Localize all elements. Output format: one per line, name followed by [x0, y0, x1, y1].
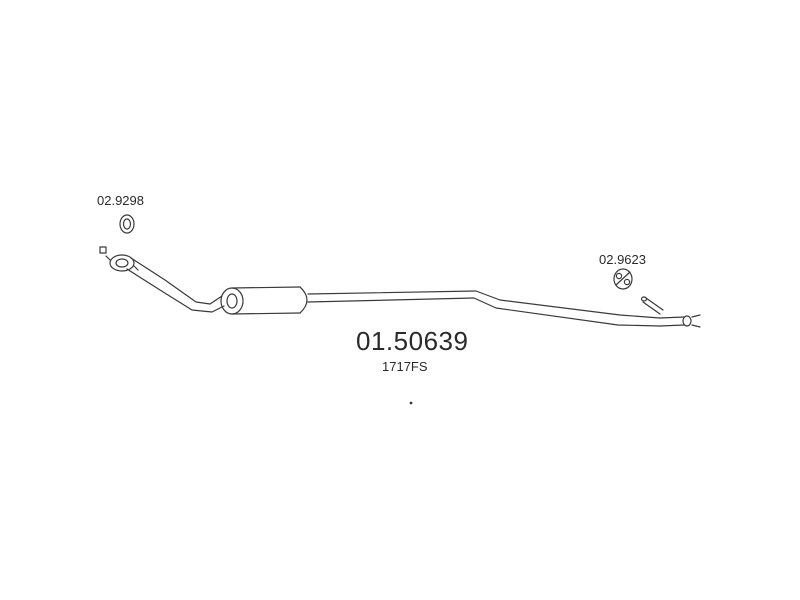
middle-pipe — [307, 290, 661, 327]
mount-part-number: 02.9623 — [599, 252, 646, 267]
muffler — [220, 286, 308, 315]
front-pipe — [126, 257, 225, 313]
rubber-mount-icon — [613, 268, 633, 290]
front-flange — [105, 254, 139, 272]
rear-hanger — [640, 296, 664, 315]
ring-gasket-icon — [119, 214, 135, 234]
main-part-code: 1717FS — [382, 359, 428, 374]
left-flange-marker — [99, 246, 107, 254]
main-part-number: 01.50639 — [356, 326, 469, 356]
gasket-part-number: 02.9298 — [97, 193, 144, 208]
rear-outlet — [659, 314, 701, 328]
stray-dot — [409, 401, 413, 405]
